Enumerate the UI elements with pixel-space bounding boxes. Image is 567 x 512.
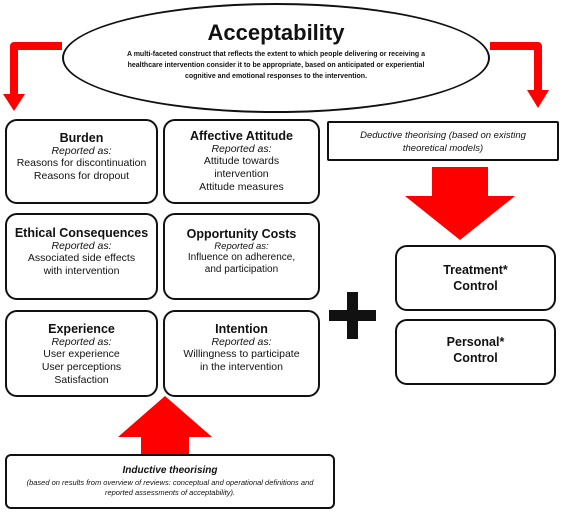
intention-box: Intention Reported as: Willingness to pa… [163,310,320,397]
left-curved-arrow [10,42,62,96]
acceptability-ellipse: Acceptability A multi-faceted construct … [62,3,490,113]
ethical-line: with intervention [43,265,120,277]
inductive-title: Inductive theorising [122,465,218,476]
acceptability-title: Acceptability [207,20,345,45]
experience-line: User perceptions [41,361,122,373]
left-arrowhead [3,94,25,111]
down-arrow [405,167,515,240]
ethical-line: Associated side effects [27,252,136,264]
deductive-theorising-box: Deductive theorising (based on existing … [327,121,559,161]
experience-reported: Reported as: [51,336,112,348]
opportunity-title: Opportunity Costs [186,227,297,241]
treatment-line1: Treatment* [443,263,508,277]
burden-title: Burden [59,131,104,145]
opportunity-reported: Reported as: [214,241,269,252]
intention-title: Intention [215,322,268,336]
affective-title: Affective Attitude [189,129,293,143]
affective-line: Attitude towards [203,155,280,167]
right-arrowhead [527,90,549,108]
ethical-consequences-box: Ethical Consequences Reported as: Associ… [5,213,158,300]
affective-attitude-box: Affective Attitude Reported as: Attitude… [163,119,320,204]
experience-title: Experience [48,322,115,336]
personal-control-box: Personal* Control [395,319,556,385]
acceptability-description: A multi-faceted construct that reflects … [126,51,426,80]
experience-box: Experience Reported as: User experience … [5,310,158,397]
treatment-line2: Control [453,279,498,293]
intention-line: in the intervention [200,361,283,373]
personal-line2: Control [453,351,498,365]
affective-line: Attitude measures [199,181,284,193]
affective-line: intervention [214,168,269,180]
opportunity-line: and participation [204,264,279,275]
opportunity-line: Influence on adherence, [187,252,296,263]
affective-reported: Reported as: [211,143,272,155]
experience-line: User experience [43,348,120,360]
treatment-control-box: Treatment* Control [395,245,556,311]
intention-line: Willingness to participate [183,348,300,360]
ethical-title: Ethical Consequences [14,226,149,240]
burden-line: Reasons for discontinuation [16,157,147,169]
opportunity-costs-box: Opportunity Costs Reported as: Influence… [163,213,320,300]
inductive-description: (based on results from overview of revie… [26,478,314,497]
right-curved-arrow [490,42,542,92]
plus-vertical [347,292,358,339]
intention-reported: Reported as: [211,336,272,348]
personal-line1: Personal* [446,335,505,349]
experience-line: Satisfaction [54,374,109,386]
inductive-theorising-box: Inductive theorising (based on results f… [5,454,335,509]
up-arrow [118,396,212,456]
burden-reported: Reported as: [51,145,112,157]
burden-line: Reasons for dropout [33,170,130,182]
ethical-reported: Reported as: [51,240,112,252]
burden-box: Burden Reported as: Reasons for disconti… [5,119,158,204]
